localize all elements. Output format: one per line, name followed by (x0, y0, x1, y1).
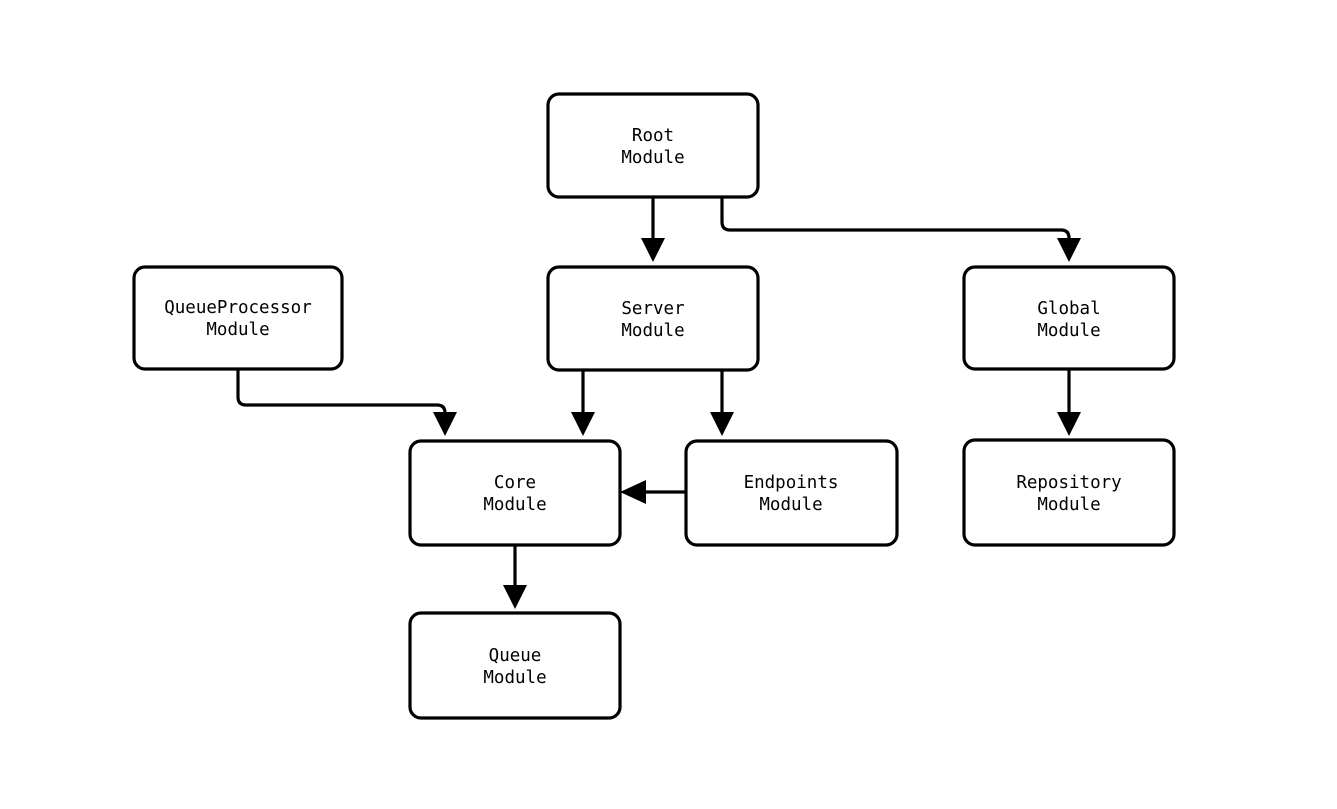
edge-endpoints-to-core (620, 480, 686, 504)
node-global-module-label-line2: Module (1037, 321, 1100, 341)
node-core-module-label-line2: Module (483, 495, 546, 515)
node-queue-module-label-line2: Module (483, 668, 546, 688)
node-queue-module-box[interactable] (408, 611, 622, 720)
node-global-module[interactable]: Global Module (962, 265, 1176, 371)
node-repository-module-label-line2: Module (1037, 495, 1100, 515)
node-queueprocessor-module-label-line2: Module (206, 320, 269, 340)
edge-global-to-repository-arrowhead (1057, 412, 1081, 436)
node-endpoints-module-label-line1: Endpoints (744, 473, 839, 493)
node-queueprocessor-module-label-line1: QueueProcessor (164, 298, 312, 318)
node-root-module-label-line1: Root (632, 126, 674, 146)
edge-server-to-core (571, 370, 595, 436)
node-server-module-box[interactable] (546, 265, 760, 372)
node-root-module[interactable]: Root Module (546, 92, 760, 199)
node-endpoints-module[interactable]: Endpoints Module (684, 439, 899, 547)
node-repository-module-box[interactable] (962, 438, 1176, 547)
edge-root-to-global-line (720, 197, 1071, 243)
node-endpoints-module-label-line2: Module (759, 495, 822, 515)
node-queueprocessor-module[interactable]: QueueProcessor Module (132, 265, 344, 371)
edge-server-to-endpoints-arrowhead (710, 412, 734, 436)
node-endpoints-module-box[interactable] (684, 439, 899, 547)
node-core-module[interactable]: Core Module (408, 439, 622, 547)
edge-root-to-global-arrowhead (1057, 238, 1081, 262)
node-queue-module[interactable]: Queue Module (408, 611, 622, 720)
edge-server-to-core-arrowhead (571, 412, 595, 436)
edge-root-to-global (720, 197, 1081, 262)
edge-queueprocessor-to-core (236, 369, 457, 436)
node-server-module[interactable]: Server Module (546, 265, 760, 372)
node-global-module-label-line1: Global (1037, 299, 1100, 319)
edge-endpoints-to-core-arrowhead (620, 480, 646, 504)
node-root-module-box[interactable] (546, 92, 760, 199)
edge-core-to-queue (503, 545, 527, 609)
node-core-module-label-line1: Core (494, 473, 536, 493)
edge-queueprocessor-to-core-line (236, 369, 447, 417)
node-queueprocessor-module-box[interactable] (132, 265, 344, 371)
edge-global-to-repository (1057, 369, 1081, 436)
node-root-module-label-line2: Module (621, 148, 684, 168)
node-repository-module[interactable]: Repository Module (962, 438, 1176, 547)
edge-queueprocessor-to-core-arrowhead (433, 412, 457, 436)
node-server-module-label-line1: Server (621, 299, 684, 319)
node-repository-module-label-line1: Repository (1016, 473, 1121, 493)
node-global-module-box[interactable] (962, 265, 1176, 371)
edge-server-to-endpoints (710, 370, 734, 436)
node-server-module-label-line2: Module (621, 321, 684, 341)
node-queue-module-label-line1: Queue (489, 646, 542, 666)
node-core-module-box[interactable] (408, 439, 622, 547)
edge-core-to-queue-arrowhead (503, 585, 527, 609)
edge-root-to-server-arrowhead (641, 238, 665, 262)
edge-root-to-server (641, 197, 665, 262)
